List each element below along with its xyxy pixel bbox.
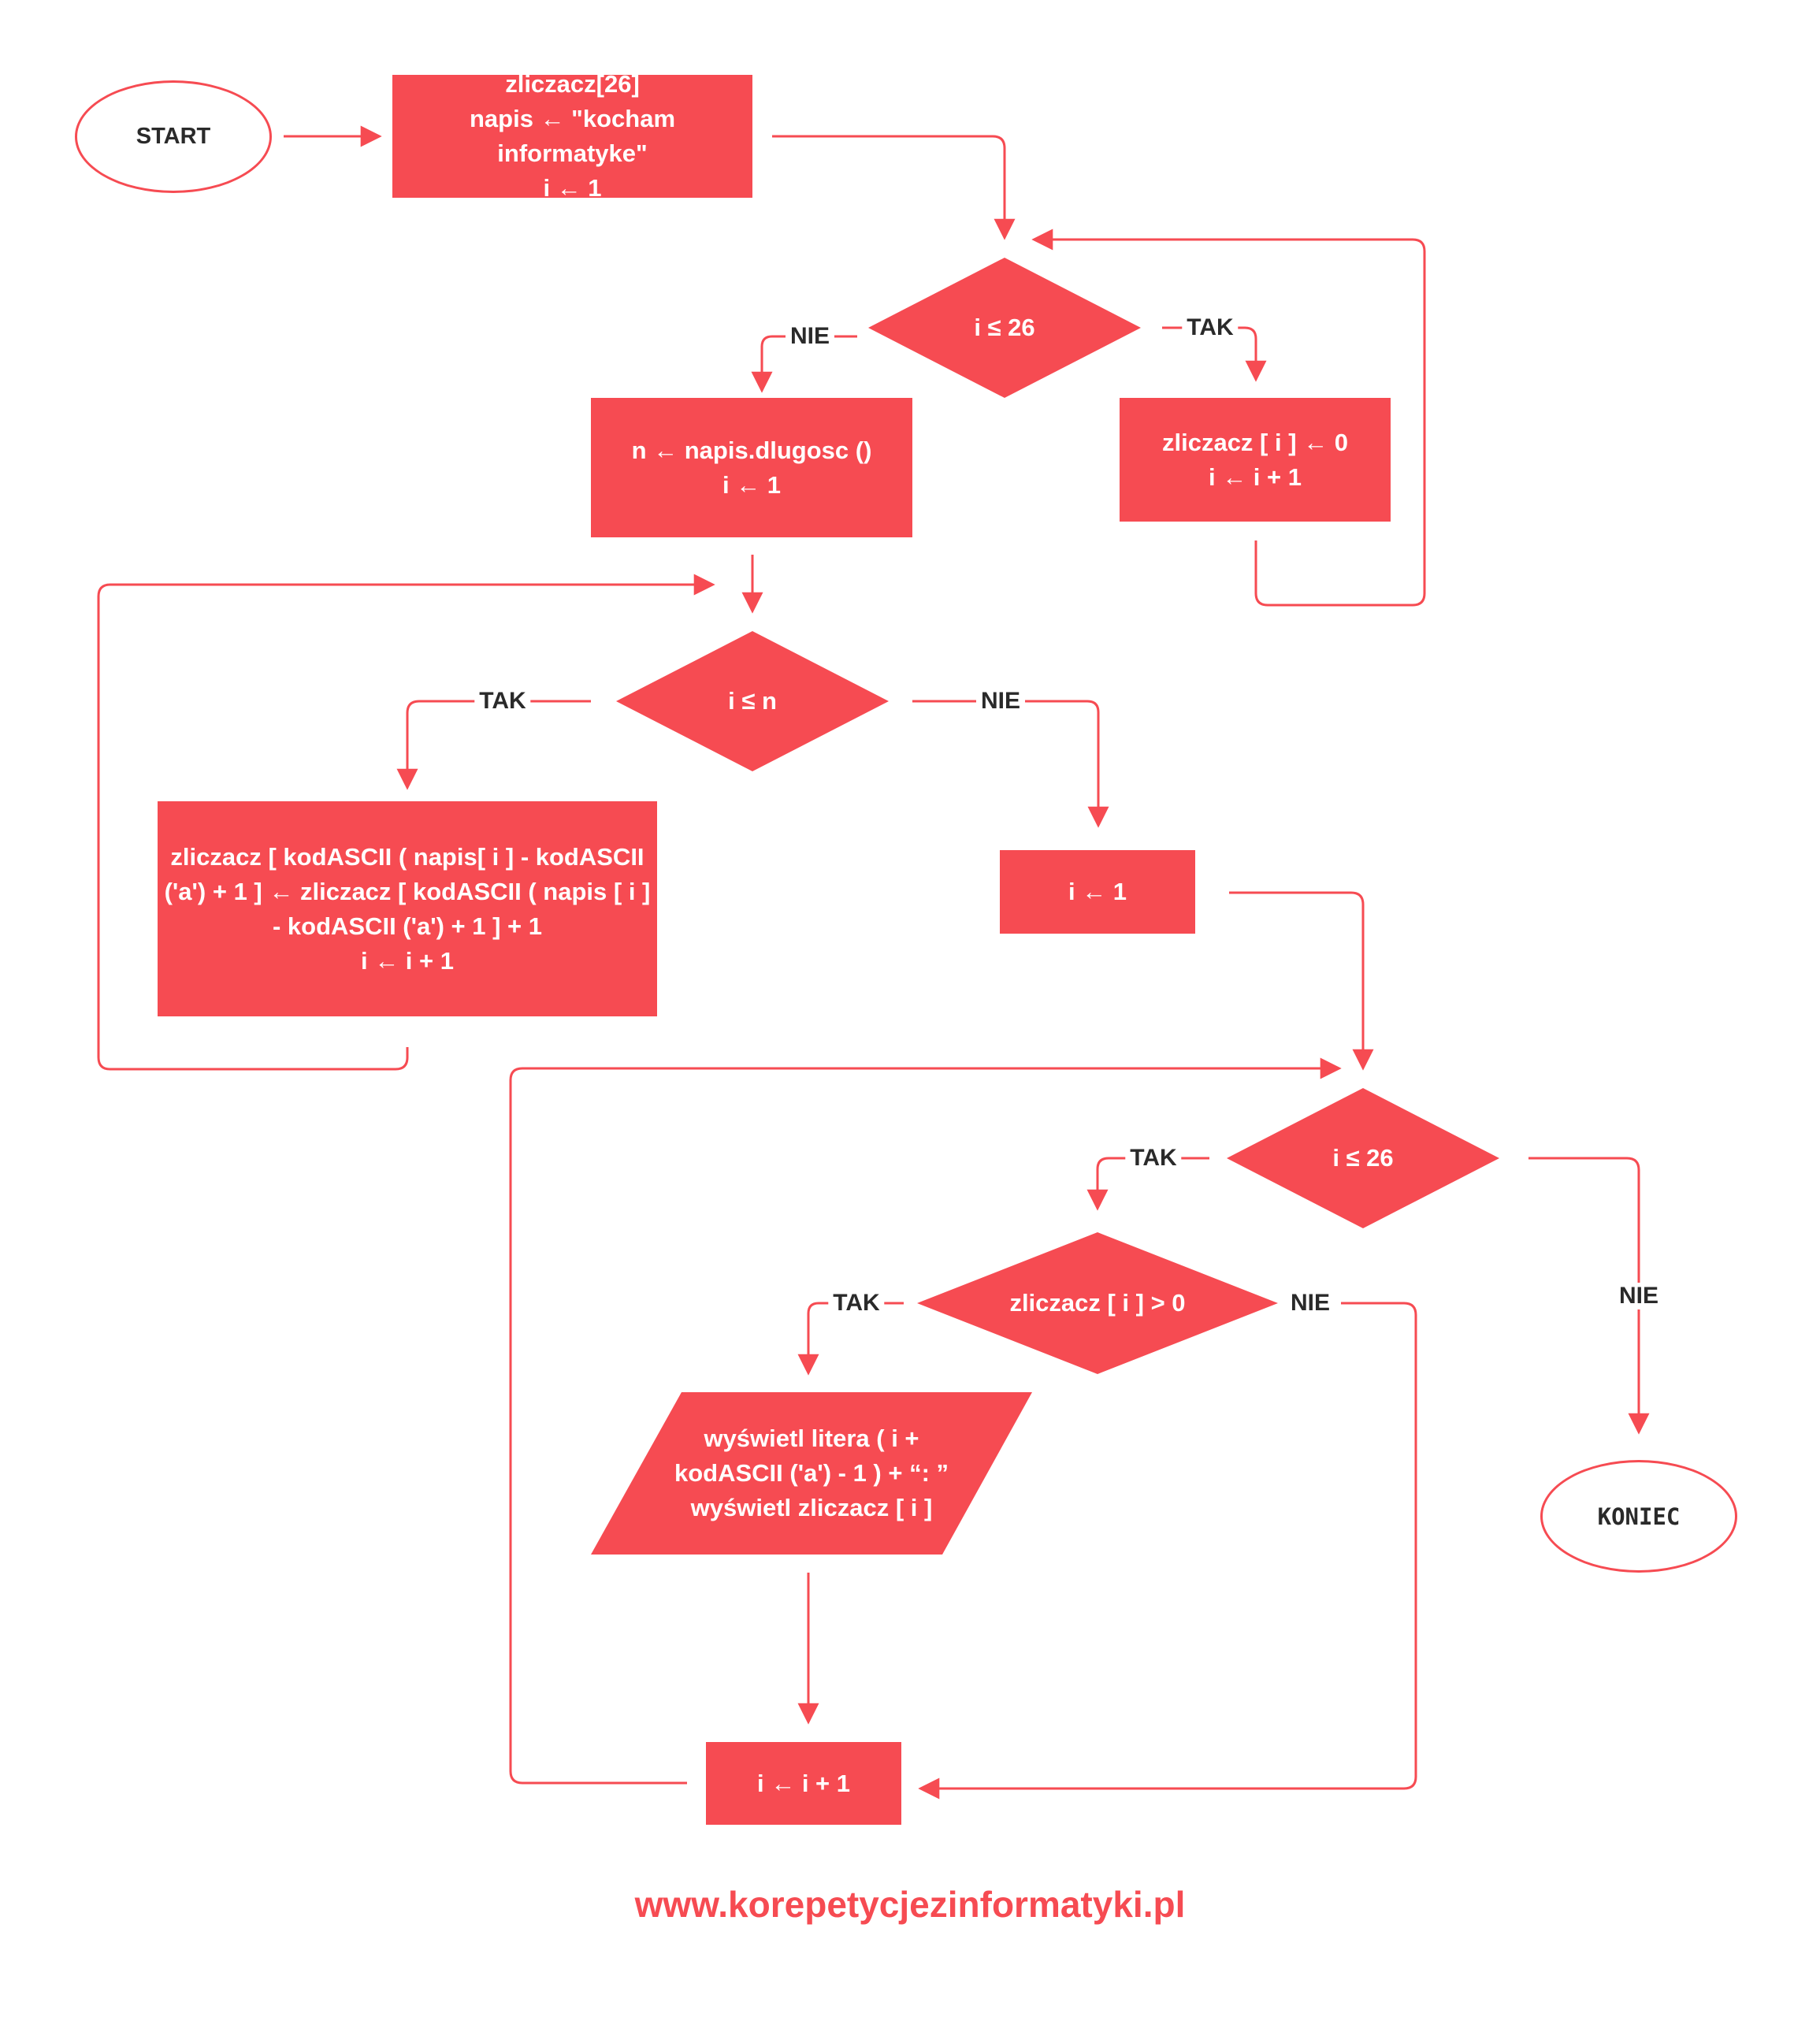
start-label: START xyxy=(136,124,211,149)
process-length: n ← napis.dlugosc () i ← 1 xyxy=(591,398,912,537)
start-terminal: START xyxy=(75,80,272,193)
connector-count-loop xyxy=(97,574,715,1071)
process-inc-text: i ← i + 1 xyxy=(756,1769,851,1797)
process-length-text: n ← napis.dlugosc () i ← 1 xyxy=(631,436,872,499)
process-zero-text: zliczacz [ i ] ← 0 i ← i + 1 xyxy=(1161,428,1348,491)
end-label: KONIEC xyxy=(1597,1503,1681,1530)
decision-diamond-4 xyxy=(917,1232,1278,1374)
connector-reset-d3 xyxy=(1229,891,1374,1071)
connector-d1-no xyxy=(751,335,857,393)
process-reset-text: i ← 1 xyxy=(1068,878,1127,905)
branch-d2-yes: TAK xyxy=(474,688,531,715)
io-print-label: wyświetl litera ( i + kodASCII ('a') - 1… xyxy=(674,1425,949,1521)
io-parallelogram xyxy=(591,1392,1032,1555)
connector-d2-yes xyxy=(396,700,591,790)
connector-init-d1 xyxy=(772,135,1016,240)
decision-1-label: i ≤ 26 xyxy=(974,314,1035,341)
footer-website-link[interactable]: www.korepetycjezinformatyki.pl xyxy=(634,1884,1186,1925)
branch-d3-no: NIE xyxy=(1614,1283,1664,1309)
connector-zero-loop xyxy=(1031,228,1426,607)
decision-3-label: i ≤ 26 xyxy=(1332,1144,1394,1172)
process-zero: zliczacz [ i ] ← 0 i ← i + 1 xyxy=(1120,398,1391,522)
connector-d2-no xyxy=(912,700,1109,828)
process-init-text: zliczacz[26] napis ← "kocham informatyke… xyxy=(469,70,676,202)
decision-diamond-3 xyxy=(1227,1088,1499,1228)
connector-d4-no xyxy=(918,1302,1417,1800)
process-reset: i ← 1 xyxy=(1000,850,1195,934)
decision-diamond-2 xyxy=(616,631,889,771)
branch-d1-yes: TAK xyxy=(1182,314,1239,341)
branch-d2-no: NIE xyxy=(975,688,1026,715)
process-inc: i ← i + 1 xyxy=(706,1742,901,1825)
decision-4-label: zliczacz [ i ] > 0 xyxy=(1009,1289,1186,1317)
connector-d3-yes xyxy=(1086,1157,1209,1211)
process-count-text: zliczacz [ kodASCII ( napis[ i ] - kodAS… xyxy=(164,842,651,975)
connector-d3-no xyxy=(1528,1157,1650,1435)
end-terminal: KONIEC xyxy=(1540,1460,1737,1573)
process-count: zliczacz [ kodASCII ( napis[ i ] - kodAS… xyxy=(158,801,657,1016)
connector-d1-yes xyxy=(1162,326,1267,382)
branch-d4-no: NIE xyxy=(1285,1290,1335,1317)
branch-d3-yes: TAK xyxy=(1125,1145,1182,1172)
process-init: zliczacz[26] napis ← "kocham informatyke… xyxy=(392,70,752,202)
decision-diamond-1 xyxy=(868,258,1141,398)
branch-d4-yes: TAK xyxy=(828,1290,885,1317)
decision-2-label: i ≤ n xyxy=(728,687,777,715)
connector-inc-loop xyxy=(509,1057,1342,1785)
connector-d4-yes xyxy=(797,1302,904,1376)
branch-d1-no: NIE xyxy=(785,323,835,350)
